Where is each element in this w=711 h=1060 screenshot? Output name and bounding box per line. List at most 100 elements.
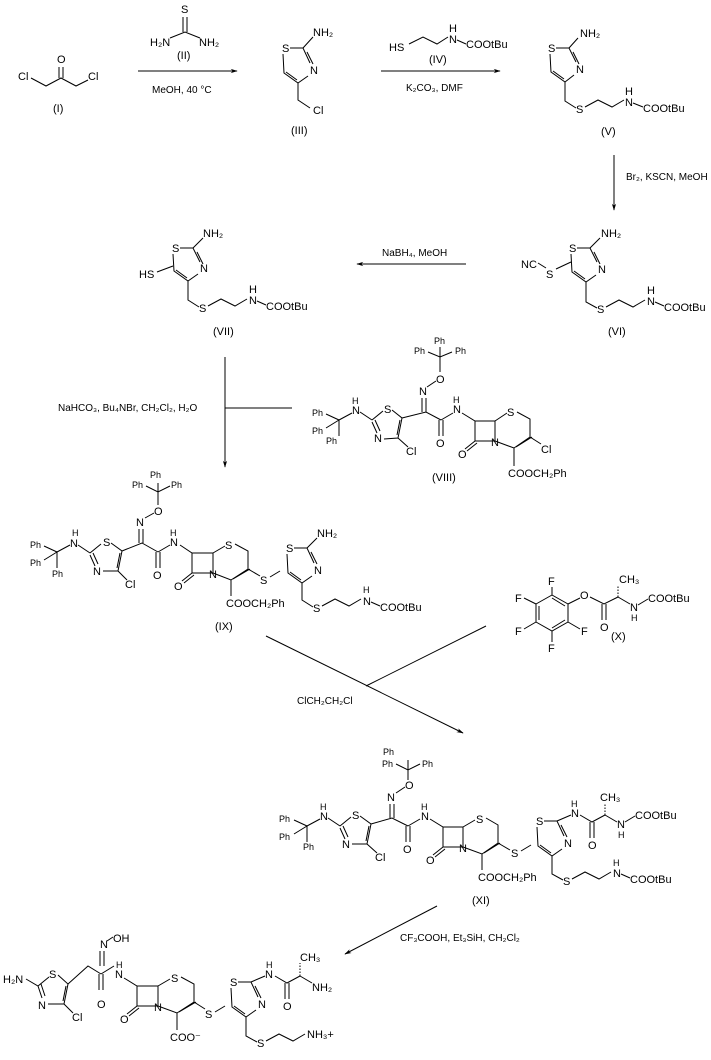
atom-ph: Ph — [312, 426, 323, 436]
atom-h: H — [647, 285, 655, 297]
atom-o: O — [458, 449, 467, 461]
atom-n: N — [209, 569, 217, 581]
bond — [289, 551, 318, 581]
bond — [461, 412, 508, 442]
bond — [456, 39, 467, 45]
atom-n: N — [352, 405, 360, 417]
atom-s: S — [548, 43, 555, 55]
atom-n: N — [647, 296, 655, 308]
bond — [182, 17, 188, 32]
bond — [321, 598, 362, 607]
bond — [48, 965, 102, 1014]
atom-ph: Ph — [132, 480, 143, 490]
bond — [325, 412, 353, 436]
atom-f: F — [515, 626, 522, 638]
compound-label: (VI) — [608, 326, 626, 338]
atom-boc: COOtBu — [643, 103, 685, 115]
bond — [207, 298, 248, 307]
compound-label: (IX) — [215, 621, 233, 633]
reagent-II: S H₂N NH₂ (II) — [150, 4, 219, 62]
bond — [624, 815, 636, 823]
bond — [156, 265, 174, 273]
atom-nh2: NH₂ — [203, 228, 223, 240]
atom-s: S — [576, 104, 583, 116]
bond — [604, 814, 618, 823]
bond — [193, 1001, 206, 1010]
atom-s: S — [313, 603, 320, 615]
bond — [123, 977, 171, 1007]
compound-VI: S N NH₂ NC S S H N COOtBu (VI) — [521, 228, 706, 338]
atom-o: O — [436, 374, 445, 386]
bond — [632, 102, 644, 108]
atom-o: O — [97, 999, 106, 1011]
bond — [126, 1005, 140, 1017]
atom-o: O — [405, 780, 414, 792]
bond — [427, 347, 453, 372]
bond — [89, 542, 159, 581]
atom-hs: HS — [389, 42, 404, 54]
atom-n: N — [115, 969, 123, 981]
atom-boc: COOtBu — [635, 810, 677, 822]
bond — [285, 51, 314, 81]
bond — [282, 36, 314, 109]
atom-s: S — [546, 269, 553, 281]
bond — [497, 842, 511, 851]
bond — [567, 597, 581, 605]
atom-n: N — [453, 404, 461, 416]
atom-cl: Cl — [72, 1012, 82, 1024]
atom-n: N — [419, 386, 427, 398]
atom-nh3: NH₃+ — [307, 1029, 334, 1041]
atom-cl: Cl — [88, 71, 98, 83]
atom-o: O — [57, 54, 66, 66]
bond — [579, 814, 606, 838]
bond — [293, 818, 321, 842]
atom-cl: Cl — [375, 852, 385, 864]
atom-s: S — [569, 243, 576, 255]
atom-cl: Cl — [541, 444, 551, 456]
atom-boc: COOtBu — [630, 874, 672, 886]
bond — [30, 77, 89, 87]
atom-cl: Cl — [18, 71, 28, 83]
atom-s: S — [507, 407, 514, 419]
atom-n: N — [491, 437, 499, 449]
bond — [464, 440, 478, 452]
bond — [175, 251, 204, 279]
bond — [537, 261, 572, 270]
atom-o: O — [436, 438, 445, 450]
atom-coo: COO⁻ — [170, 1032, 201, 1044]
atom-f: F — [581, 626, 588, 638]
compound-V: S N NH₂ S H N COOtBu (V) — [548, 28, 685, 138]
bond — [77, 544, 91, 554]
atom-n: N — [249, 295, 257, 307]
bond — [269, 570, 281, 578]
atom-ph: Ph — [312, 408, 323, 418]
atom-hs: HS — [139, 269, 154, 281]
bond — [99, 951, 105, 966]
atom-n: N — [630, 602, 638, 614]
bond — [605, 299, 646, 308]
atom-o: O — [403, 844, 412, 856]
reagent-IV: HS H N COOtBu (IV) — [389, 23, 508, 66]
atom-o: O — [426, 855, 435, 867]
atom-ph: Ph — [422, 759, 433, 769]
atom-boc: COOtBu — [380, 602, 422, 614]
bond — [359, 411, 373, 421]
bond — [179, 544, 226, 574]
atom-o: O — [600, 622, 609, 634]
bond — [408, 36, 449, 45]
atom-h: H — [320, 802, 327, 812]
atom-s: S — [384, 404, 391, 416]
atom-ph: Ph — [279, 814, 290, 824]
atom-ph: Ph — [455, 346, 466, 356]
atom-s: S — [171, 973, 178, 985]
atom-s: S — [199, 303, 206, 315]
atom-o: O — [154, 506, 163, 518]
atom-ph: Ph — [414, 346, 425, 356]
bond — [138, 529, 144, 543]
bond — [145, 483, 171, 505]
atom-boc: COOtBu — [266, 301, 308, 313]
atom-nh2: NH₂ — [312, 982, 332, 994]
step1-conditions: MeOH, 40 °C — [152, 85, 212, 96]
atom-n: N — [342, 839, 350, 851]
reaction-arrow-step7 — [344, 905, 438, 955]
